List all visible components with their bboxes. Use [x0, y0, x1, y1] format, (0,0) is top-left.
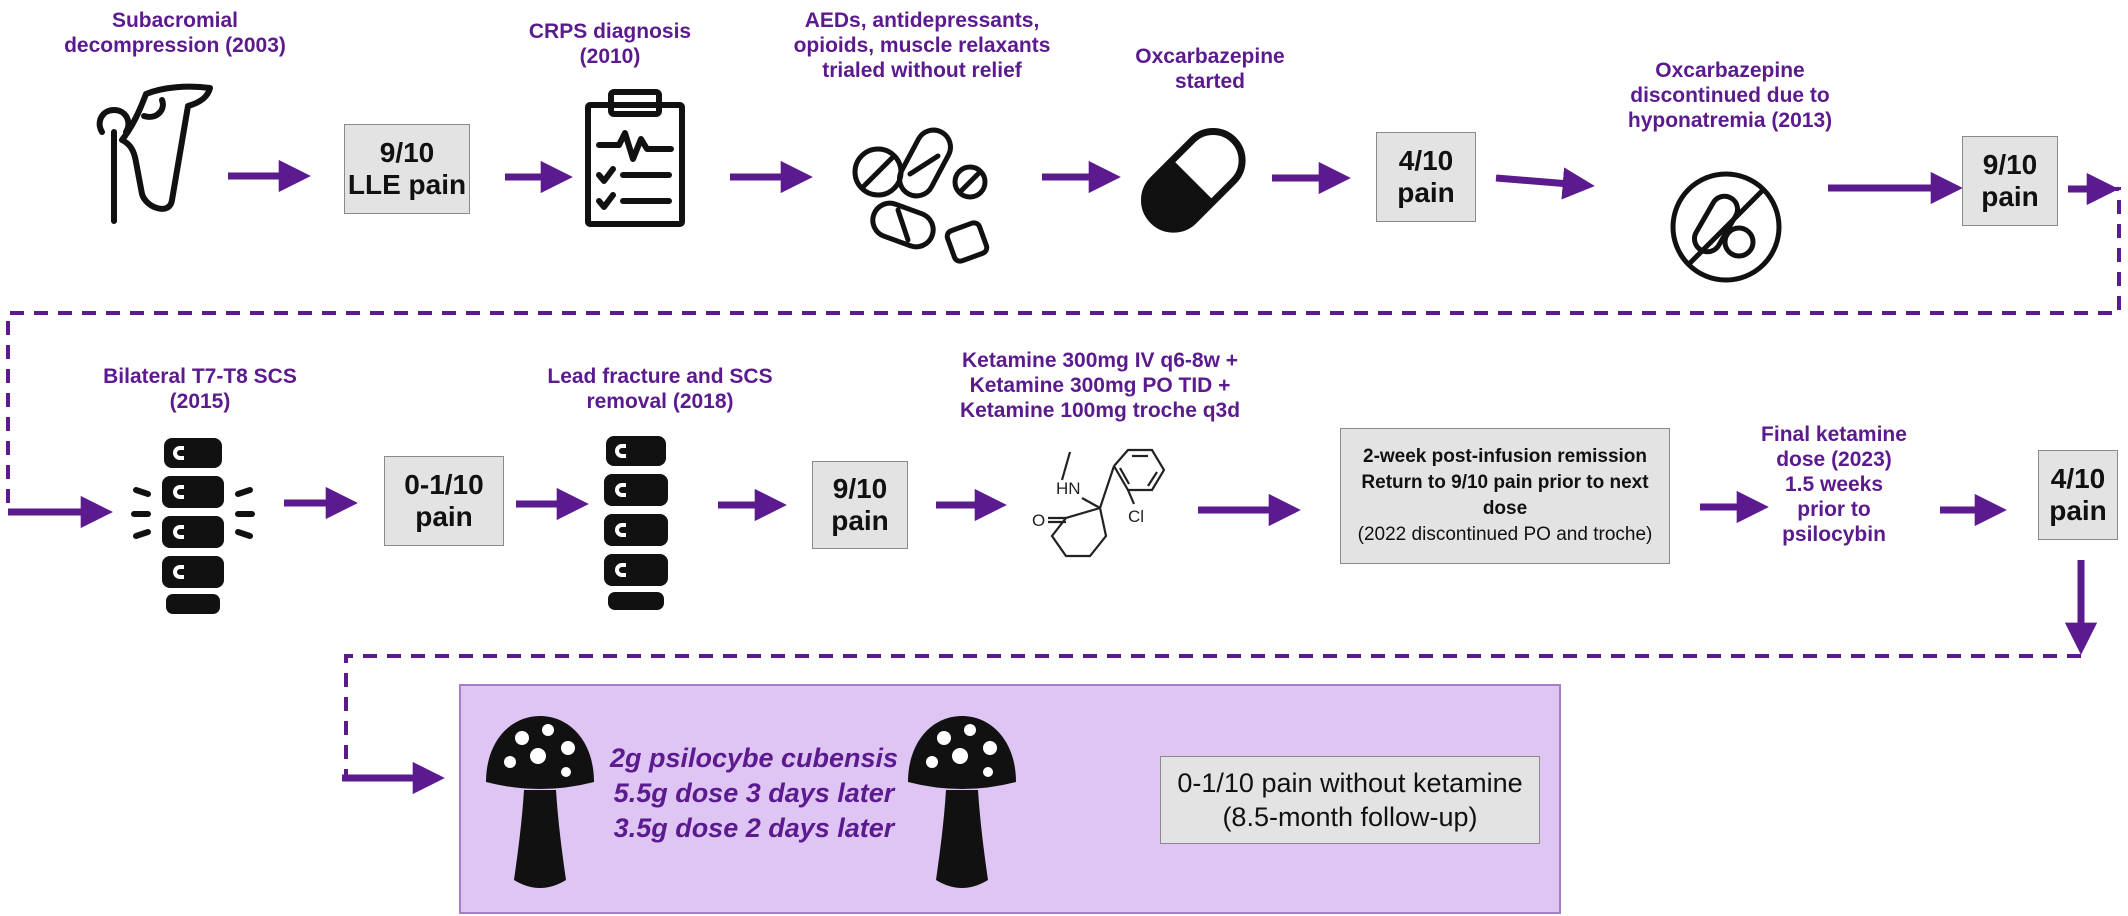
mushroom-icon: [486, 716, 594, 888]
molecule-cl-label: Cl: [1128, 507, 1144, 526]
pain-box-lle: 9/10 LLE pain: [344, 124, 470, 214]
capsule-icon: [1140, 127, 1246, 233]
outcome-box: 0-1/10 pain without ketamine (8.5-month …: [1160, 756, 1540, 844]
label-subacromial: Subacromial decompression (2003): [64, 9, 286, 57]
label-oxcarbazepine-started: Oxcarbazepine started: [1135, 45, 1285, 93]
spine-icon: [604, 436, 668, 610]
no-medication-icon: [1670, 171, 1782, 283]
remission-box: 2-week post-infusion remission Return to…: [1340, 428, 1670, 564]
spine-glow-icon: [131, 438, 255, 614]
pain-box-0-1: 0-1/10 pain: [384, 456, 504, 546]
label-lead-fracture: Lead fracture and SCS removal (2018): [547, 365, 773, 413]
label-psilocybe-dosing: 2g psilocybe cubensis 5.5g dose 3 days l…: [609, 743, 899, 843]
arrow-6: [1495, 167, 1595, 200]
ketamine-molecule-icon: HN O Cl: [1032, 448, 1166, 558]
label-final-ketamine: Final ketamine dose (2023) 1.5 weeks pri…: [1761, 423, 1907, 546]
label-aeds: AEDs, antidepressants, opioids, muscle r…: [793, 9, 1051, 82]
mushroom-icon-2: [908, 716, 1016, 888]
label-crps: CRPS diagnosis (2010): [528, 20, 692, 68]
dashed-return-1: [6, 187, 2121, 512]
molecule-o-label: O: [1032, 511, 1045, 530]
pain-box-4: 4/10 pain: [1376, 132, 1476, 222]
label-scs: Bilateral T7-T8 SCS (2015): [103, 365, 297, 413]
pain-box-4-row2: 4/10 pain: [2038, 450, 2118, 540]
label-ketamine: Ketamine 300mg IV q6-8w + Ketamine 300mg…: [959, 349, 1241, 422]
molecule-hn-label: HN: [1056, 479, 1081, 498]
pain-box-9-row2: 9/10 pain: [812, 461, 908, 549]
pills-icon: [852, 127, 990, 264]
shoulder-icon: [96, 83, 213, 224]
pain-box-9-row1: 9/10 pain: [1962, 136, 2058, 226]
clipboard-icon: [585, 89, 685, 227]
label-oxcarbazepine-discontinued: Oxcarbazepine discontinued due to hypona…: [1627, 59, 1833, 132]
dashed-return-2: [344, 654, 2081, 778]
